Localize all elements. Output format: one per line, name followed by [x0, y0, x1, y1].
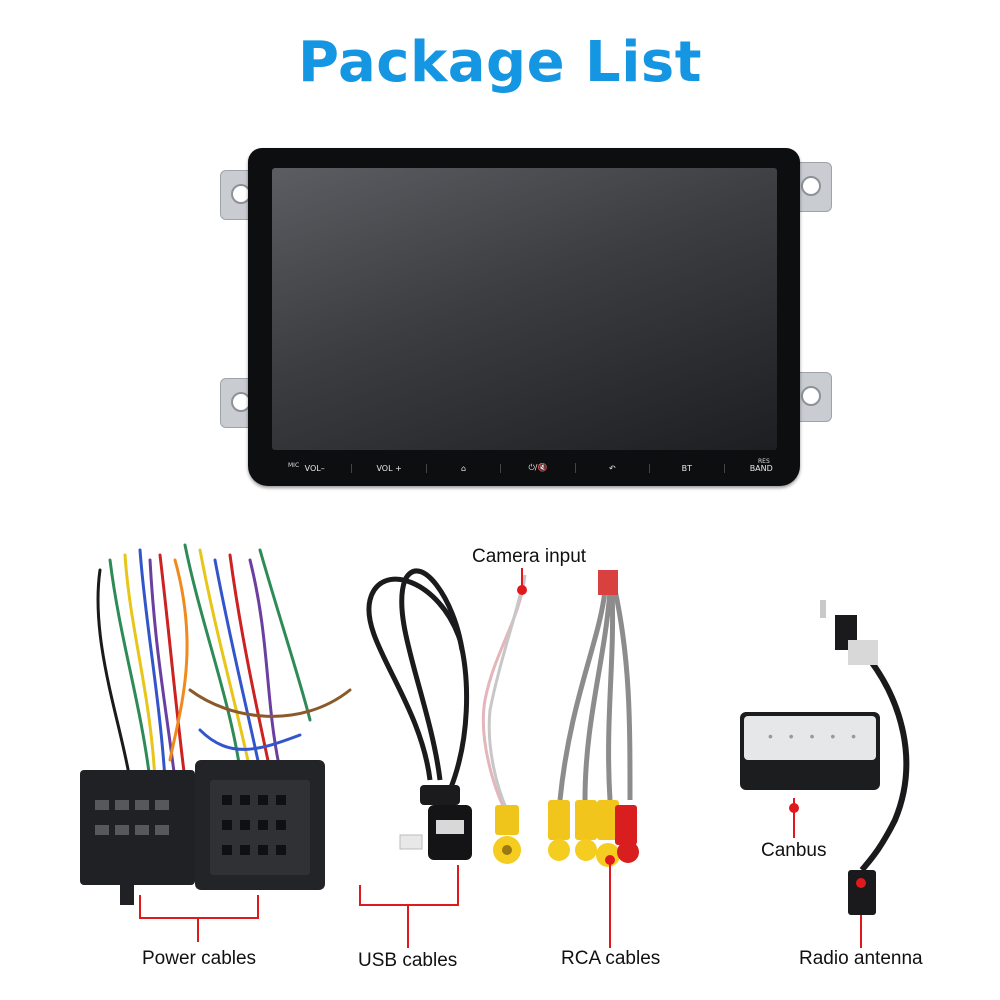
head-unit-screen: [272, 168, 777, 450]
label-camera-input: Camera input: [472, 546, 587, 567]
hw-button-vol-down: VOL–: [278, 463, 353, 473]
hw-button-bt: BT: [650, 463, 725, 473]
label-usb-cables: USB cables: [358, 950, 458, 971]
page-title: Package List: [297, 30, 703, 95]
mic-label: MIC: [288, 462, 300, 469]
canbus-box-text: • • • • •: [768, 728, 863, 744]
head-unit-image: MIC VOL– VOL + ⌂ ⏻/🔇 ↶ BT BAND RES: [220, 140, 832, 490]
hw-button-band: BAND: [749, 463, 773, 473]
hw-button-power-mute: ⏻/🔇: [501, 463, 576, 473]
hw-button-home: ⌂: [427, 463, 502, 473]
head-unit-frame: MIC VOL– VOL + ⌂ ⏻/🔇 ↶ BT BAND RES: [248, 148, 800, 486]
res-label: RES: [758, 458, 770, 465]
label-rca-cables: RCA cables: [561, 948, 661, 969]
head-unit-button-bar: VOL– VOL + ⌂ ⏻/🔇 ↶ BT BAND: [278, 456, 798, 480]
hw-button-vol-up: VOL +: [352, 463, 427, 473]
hw-button-back: ↶: [576, 463, 651, 473]
label-canbus: Canbus: [761, 840, 827, 861]
label-radio-antenna: Radio antenna: [799, 948, 923, 969]
label-power-cables: Power cables: [142, 948, 257, 969]
